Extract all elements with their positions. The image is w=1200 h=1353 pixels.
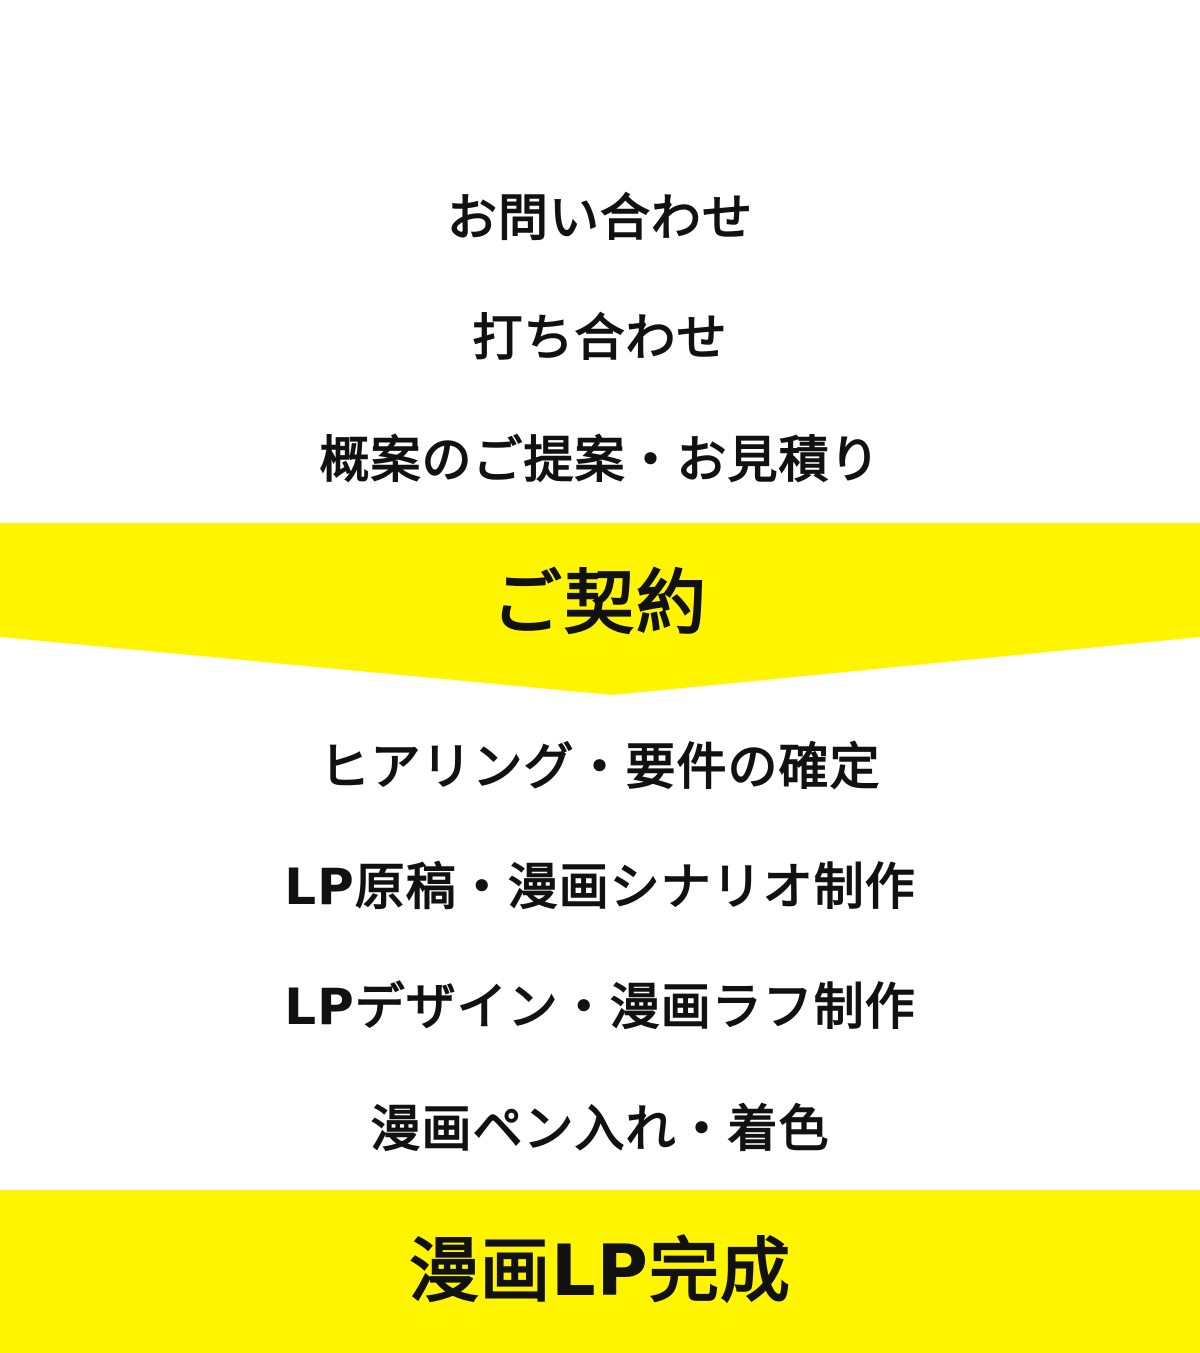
step-inking-coloring: 漫画ペン入れ・着色: [370, 1100, 830, 1158]
step-meeting: 打ち合わせ: [472, 309, 728, 367]
contract-arrow-shape: [0, 523, 1200, 695]
step-proposal-estimate: 概案のご提案・お見積り: [319, 431, 881, 489]
contract-label: ご契約: [492, 562, 708, 644]
step-lp-draft-scenario: LP原稿・漫画シナリオ制作: [284, 858, 916, 916]
complete-label: 漫画LP完成: [409, 1230, 791, 1312]
step-inquiry: お問い合わせ: [447, 189, 753, 247]
contract-banner: ご契約: [0, 523, 1200, 695]
step-hearing-requirements: ヒアリング・要件の確定: [319, 738, 881, 796]
complete-banner: 漫画LP完成: [0, 1190, 1200, 1353]
step-lp-design-rough: LPデザイン・漫画ラフ制作: [284, 978, 916, 1036]
